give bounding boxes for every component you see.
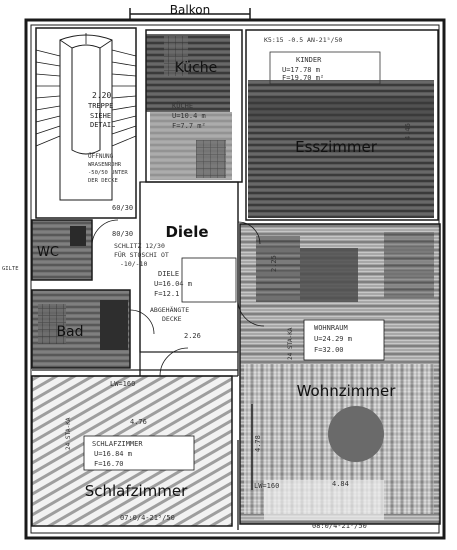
svg-text:ÖFFNUNG: ÖFFNUNG (88, 153, 114, 160)
room-label-wc: WC (37, 245, 59, 260)
room-label-kueche: Küche (175, 60, 218, 76)
inner-walls (32, 182, 265, 530)
svg-text:LW=160: LW=160 (110, 380, 135, 388)
balcony-line (129, 8, 251, 20)
svg-text:4.76: 4.76 (130, 418, 147, 426)
svg-text:80/30: 80/30 (112, 230, 133, 238)
hall-area (139, 181, 239, 353)
svg-text:F=12.1: F=12.1 (154, 290, 179, 298)
svg-text:24 STA-KA: 24 STA-KA (287, 327, 294, 360)
kitchen-area (145, 29, 243, 183)
svg-text:U=17.78 m: U=17.78 m (282, 66, 320, 74)
svg-text:4.78: 4.78 (254, 435, 262, 452)
svg-text:-50/50 UNTER: -50/50 UNTER (88, 170, 128, 176)
svg-text:U=16.84 m: U=16.84 m (94, 450, 132, 458)
svg-text:60/30: 60/30 (112, 204, 133, 212)
bath-area (31, 289, 131, 369)
svg-text:F=16.70: F=16.70 (94, 460, 124, 468)
svg-text:F=7.7 m²: F=7.7 m² (172, 122, 206, 130)
svg-text:U=24.29 m: U=24.29 m (314, 335, 352, 343)
staircase (35, 27, 137, 219)
dining-area (245, 29, 439, 221)
annotations: 2.20 TREPPE SIEHE DETAIL ÖFFNUNG WRASENR… (2, 36, 412, 530)
svg-text:SIEHE: SIEHE (90, 112, 111, 120)
svg-text:DECKE: DECKE (162, 315, 182, 323)
svg-text:SCHLAFZIMMER: SCHLAFZIMMER (92, 440, 143, 448)
svg-text:DER DECKE: DER DECKE (88, 178, 118, 184)
svg-text:07:0/4-21⁵/50: 07:0/4-21⁵/50 (120, 514, 175, 522)
svg-text:U=16.04 m: U=16.04 m (154, 280, 192, 288)
svg-text:ABGEHÄNGTE: ABGEHÄNGTE (150, 305, 189, 314)
svg-text:2.20: 2.20 (92, 91, 111, 100)
bedroom-area (31, 375, 233, 527)
wc-area (31, 219, 93, 281)
svg-text:-10/-10: -10/-10 (120, 260, 147, 268)
svg-text:4.84: 4.84 (332, 480, 349, 488)
svg-text:F=19.70 m²: F=19.70 m² (282, 74, 324, 82)
svg-text:K5:15 -0.5 AN-21⁵/50: K5:15 -0.5 AN-21⁵/50 (264, 36, 342, 44)
svg-text:DIELE: DIELE (158, 270, 179, 278)
room-label-schlafzimmer: Schlafzimmer (85, 482, 188, 500)
room-label-wohnzimmer: Wohnzimmer (297, 382, 397, 400)
svg-text:2.25: 2.25 (270, 255, 278, 272)
svg-text:F=32.00: F=32.00 (314, 346, 344, 354)
svg-text:WRASENROHR: WRASENROHR (88, 162, 122, 168)
room-label-diele: Diele (165, 223, 208, 241)
room-label-bad: Bad (56, 324, 83, 340)
svg-text:2.26: 2.26 (184, 332, 201, 340)
svg-text:KINDER: KINDER (296, 56, 322, 64)
svg-text:4.46: 4.46 (404, 123, 412, 140)
svg-text:08:0/4-21⁵/50: 08:0/4-21⁵/50 (312, 522, 367, 530)
svg-text:TREPPE: TREPPE (88, 102, 113, 110)
svg-text:DETAIL: DETAIL (90, 121, 115, 129)
room-label-esszimmer: Esszimmer (295, 138, 378, 156)
svg-text:GILTE: GILTE (2, 266, 19, 272)
balcony-label: Balkon (170, 3, 210, 17)
svg-text:FÜR STOSCHI OT: FÜR STOSCHI OT (114, 250, 169, 259)
svg-text:U=10.4 m: U=10.4 m (172, 112, 206, 120)
svg-text:24 STA-KA: 24 STA-KA (65, 417, 72, 450)
svg-text:WOHNRAUM: WOHNRAUM (314, 324, 348, 332)
svg-text:LW=160: LW=160 (254, 482, 279, 490)
living-area (239, 223, 441, 525)
svg-text:KÜCHE: KÜCHE (172, 101, 193, 110)
svg-text:SCHLITZ 12/30: SCHLITZ 12/30 (114, 242, 165, 250)
